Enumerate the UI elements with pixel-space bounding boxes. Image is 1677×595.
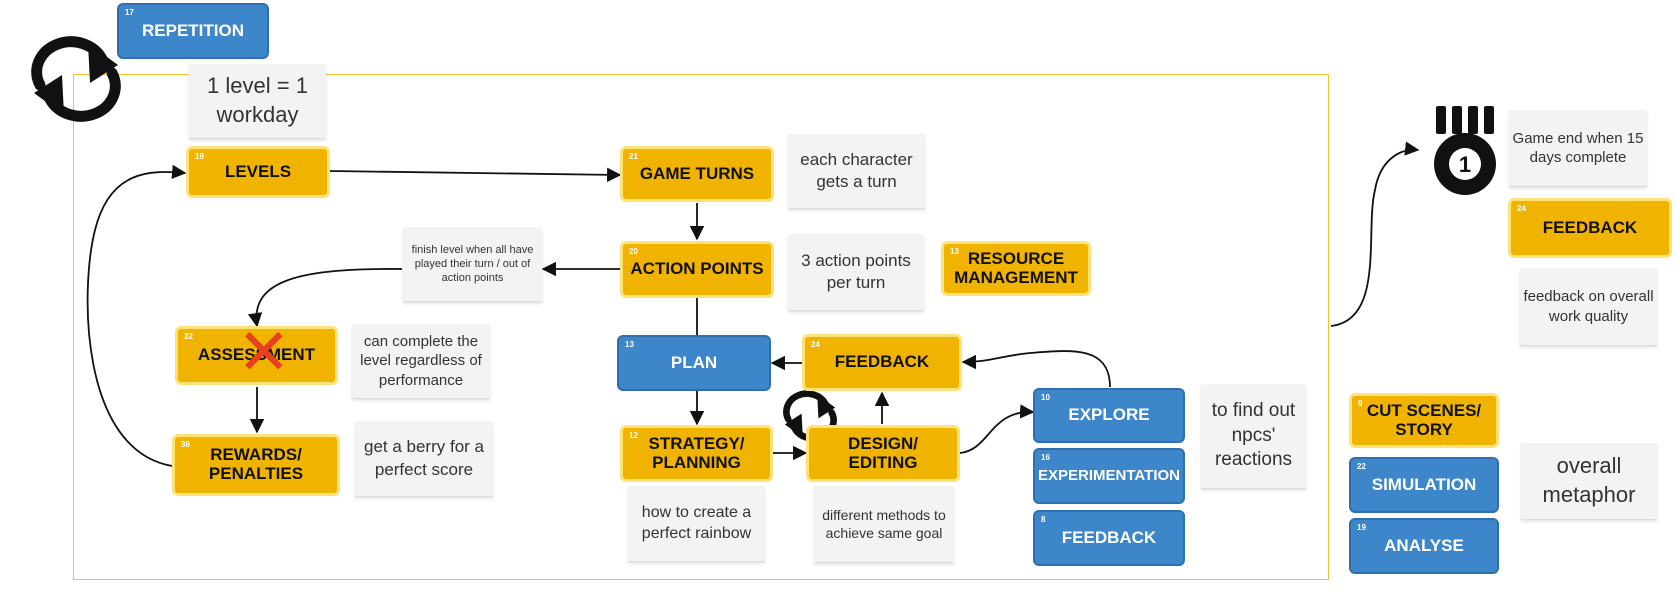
card-label: GAME TURNS <box>639 163 755 183</box>
card-label: REWARDS/ PENALTIES <box>208 445 304 483</box>
card-label: EXPERIMENTATION <box>1038 466 1180 484</box>
arrow-frame-to-medal <box>1330 141 1420 327</box>
card-number: 22 <box>1357 462 1366 471</box>
cross-out-mark: ✕ <box>237 316 291 390</box>
assessment-card[interactable]: 32 ASSESSMENT <box>175 326 338 385</box>
note-action-points-per-turn: 3 action points per turn <box>788 234 924 310</box>
card-label: LEVELS <box>224 161 292 181</box>
note-text: 3 action points per turn <box>801 250 911 292</box>
note-complete-regardless: can complete the level regardless of per… <box>352 324 490 398</box>
note-text: to find out npcs' reactions <box>1211 399 1296 471</box>
cut-scenes-card[interactable]: 9 CUT SCENES/ STORY <box>1349 393 1499 448</box>
plan-card[interactable]: 13 PLAN <box>617 335 771 391</box>
feedback-right-card[interactable]: 24 FEEDBACK <box>1508 198 1672 258</box>
note-text: Game end when 15 days complete <box>1512 129 1644 167</box>
card-label: CUT SCENES/ STORY <box>1366 400 1482 439</box>
refresh-cycle-icon <box>31 36 121 122</box>
card-number: 19 <box>1357 523 1366 532</box>
card-number: 9 <box>1358 399 1363 408</box>
note-text: how to create a perfect rainbow <box>641 503 752 542</box>
card-number: 10 <box>1041 393 1050 402</box>
arrow-note-to-assessment <box>247 268 403 328</box>
card-number: 32 <box>184 332 193 341</box>
note-berry: get a berry for a perfect score <box>355 421 493 496</box>
arrow-explore-to-feedback <box>961 350 1111 388</box>
analyse-card[interactable]: 19 ANALYSE <box>1349 518 1499 574</box>
note-finish-level: finish level when all have played their … <box>403 227 542 301</box>
card-label: FEEDBACK <box>834 352 930 372</box>
feedback-low-card[interactable]: 8 FEEDBACK <box>1033 510 1185 566</box>
note-npcs: to find out npcs' reactions <box>1201 384 1306 488</box>
note-game-end: Game end when 15 days complete <box>1509 110 1647 186</box>
medal-digit: 1 <box>1459 152 1471 177</box>
card-label: SIMULATION <box>1371 474 1477 494</box>
design-editing-card[interactable]: DESIGN/ EDITING <box>806 425 960 482</box>
arrow-rewards-to-levels <box>86 164 187 467</box>
card-number: 20 <box>629 247 638 256</box>
first-place-medal-icon: 1 <box>1434 106 1496 195</box>
card-label: REPETITION <box>141 20 244 40</box>
arrow-design-to-explore <box>959 404 1035 454</box>
experimentation-card[interactable]: 16 EXPERIMENTATION <box>1033 448 1185 504</box>
repetition-card[interactable]: 17 REPETITION <box>117 3 269 59</box>
card-number: 12 <box>629 431 638 440</box>
card-number: 24 <box>1517 204 1526 213</box>
game-turns-card[interactable]: 21 GAME TURNS <box>620 146 774 202</box>
card-label: DESIGN/ EDITING <box>848 433 918 472</box>
action-points-card[interactable]: 20 ACTION POINTS <box>620 241 774 298</box>
card-label: RESOURCE MANAGEMENT <box>954 248 1078 287</box>
strategy-planning-card[interactable]: 12 STRATEGY/ PLANNING <box>620 425 773 482</box>
card-label: FEEDBACK <box>1061 527 1157 547</box>
note-text: finish level when all have played their … <box>411 243 534 285</box>
note-methods: different methods to achieve same goal <box>814 486 954 562</box>
card-number: 8 <box>1041 515 1046 524</box>
note-text: different methods to achieve same goal <box>822 506 946 541</box>
card-label: ANALYSE <box>1384 535 1464 555</box>
resource-management-card[interactable]: 13 RESOURCE MANAGEMENT <box>941 241 1091 296</box>
card-label: ACTION POINTS <box>630 259 764 279</box>
arrow-levels-to-gameturns <box>329 167 622 183</box>
card-label: STRATEGY/ PLANNING <box>648 433 745 472</box>
note-text: each character gets a turn <box>800 149 913 191</box>
card-number: 19 <box>195 152 204 161</box>
card-number: 17 <box>125 8 134 17</box>
feedback-mid-card[interactable]: 24 FEEDBACK <box>802 334 962 391</box>
note-metaphor: overall metaphor <box>1521 443 1657 519</box>
note-level-workday: 1 level = 1 workday <box>189 64 326 138</box>
card-label: PLAN <box>670 352 718 372</box>
card-label: FEEDBACK <box>1542 217 1638 237</box>
card-number: 13 <box>950 247 959 256</box>
note-text: feedback on overall work quality <box>1523 288 1654 325</box>
note-text: can complete the level regardless of per… <box>360 332 482 389</box>
card-number: 21 <box>629 152 638 161</box>
note-text: 1 level = 1 workday <box>207 73 308 127</box>
card-number: 24 <box>811 340 820 349</box>
note-each-character: each character gets a turn <box>788 134 925 208</box>
note-feedback-quality: feedback on overall work quality <box>1520 268 1657 345</box>
rewards-penalties-card[interactable]: 36 REWARDS/ PENALTIES <box>172 434 340 496</box>
card-label: ASSESSMENT <box>197 345 316 365</box>
card-number: 13 <box>625 340 634 349</box>
note-text: get a berry for a perfect score <box>363 437 484 479</box>
workday-frame <box>73 74 1329 580</box>
card-number: 36 <box>181 440 190 449</box>
card-label: EXPLORE <box>1068 405 1150 425</box>
note-text: overall metaphor <box>1542 453 1636 507</box>
levels-card[interactable]: 19 LEVELS <box>186 146 330 198</box>
explore-card[interactable]: 10 EXPLORE <box>1033 388 1185 443</box>
card-number: 16 <box>1041 453 1050 462</box>
note-rainbow: how to create a perfect rainbow <box>628 486 765 561</box>
simulation-card[interactable]: 22 SIMULATION <box>1349 457 1499 513</box>
